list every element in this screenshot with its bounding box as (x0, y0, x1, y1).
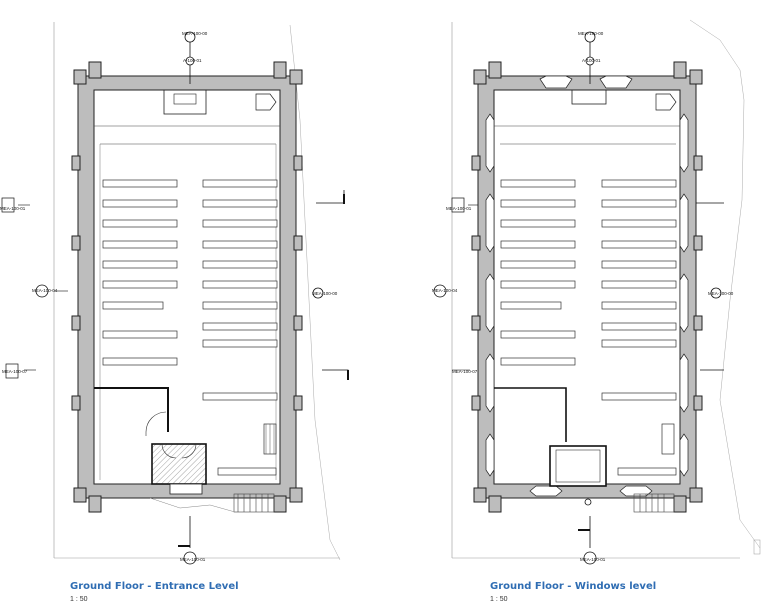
pulpit (255, 93, 277, 111)
vestry-wall (94, 387, 169, 432)
tag-bottom: MEA-100-01 (580, 557, 606, 562)
section-marker-right (312, 287, 324, 299)
porch-upper (549, 445, 607, 487)
entrance-porch (151, 443, 207, 485)
tag-left-upper: MEA-100-01 (446, 206, 472, 211)
view-entrance-level (1, 22, 349, 565)
tag-right-mid: MEA-100-00 (708, 291, 734, 296)
pews-left (102, 179, 178, 366)
tag-left-lower: MEA-100-07 (452, 369, 478, 374)
buttresses (471, 61, 703, 513)
section-marker-bottom (583, 551, 597, 565)
tag-left-upper: MEA-100-01 (0, 206, 26, 211)
elevation-marker-left-lower (5, 363, 19, 379)
stair (661, 423, 675, 455)
exterior-steps (233, 493, 275, 513)
section-marker-top (184, 31, 196, 43)
tag-left-mid: MEA-100-04 (432, 288, 458, 293)
tag-top: MEA-100-00 (578, 31, 604, 36)
section-marker-left (433, 284, 447, 298)
view-title-windows: Ground Floor - Windows level (490, 581, 657, 592)
elevation-marker-left-upper (451, 197, 465, 213)
pews-right (202, 179, 278, 476)
buttresses (71, 61, 303, 513)
altar (163, 89, 207, 115)
view-title-entrance: Ground Floor - Entrance Level (70, 581, 239, 592)
altar (571, 89, 607, 105)
section-marker-left (35, 284, 49, 298)
view-scale-entrance: 1 : 50 (70, 596, 88, 603)
pulpit (655, 93, 677, 111)
tag-top-inner: A-100-01 (183, 58, 202, 63)
elevation-marker-left-upper (1, 197, 15, 213)
section-marker-top (584, 31, 596, 43)
exterior-steps (633, 493, 675, 513)
windows (485, 75, 689, 497)
section-marker-right (710, 287, 722, 299)
view-windows-level (433, 19, 761, 565)
pews-right (601, 179, 677, 476)
view-scale-windows: 1 : 50 (490, 596, 508, 603)
tag-top-inner: A-100-01 (582, 58, 601, 63)
tag-bottom: MEA-100-01 (180, 557, 206, 562)
vestry-wall (494, 387, 567, 442)
tag-left-mid: MEA-100-04 (32, 288, 58, 293)
section-marker-bottom (183, 551, 197, 565)
tag-right-mid: MEA-100-00 (312, 291, 338, 296)
tag-top: MEA-100-00 (182, 31, 208, 36)
pews-left (500, 179, 576, 366)
tag-left-lower: MEA-100-07 (2, 369, 28, 374)
entrance-door (169, 483, 203, 495)
